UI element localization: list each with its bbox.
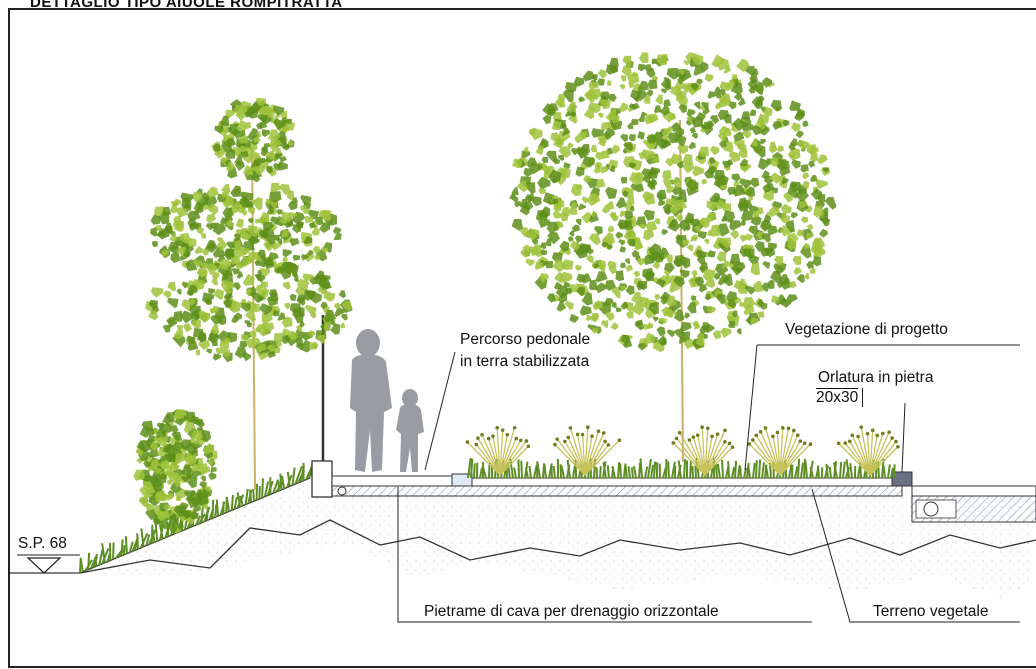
label-orlatura-1: Orlatura in pietra	[818, 368, 933, 387]
label-percorso-2: in terra stabilizzata	[460, 352, 589, 371]
label-vegetazione: Vegetazione di progetto	[785, 320, 948, 339]
label-percorso-1: Percorso pedonale	[460, 330, 590, 349]
label-terreno: Terreno vegetale	[873, 602, 988, 621]
label-sp68: S.P. 68	[18, 534, 67, 553]
label-pietrame: Pietrame di cava per drenaggio orizzonta…	[424, 602, 719, 621]
drawing-title: DETTAGLIO TIPO AIUOLE ROMPITRATTA	[30, 0, 343, 11]
label-orlatura-2: 20x30	[816, 388, 863, 407]
